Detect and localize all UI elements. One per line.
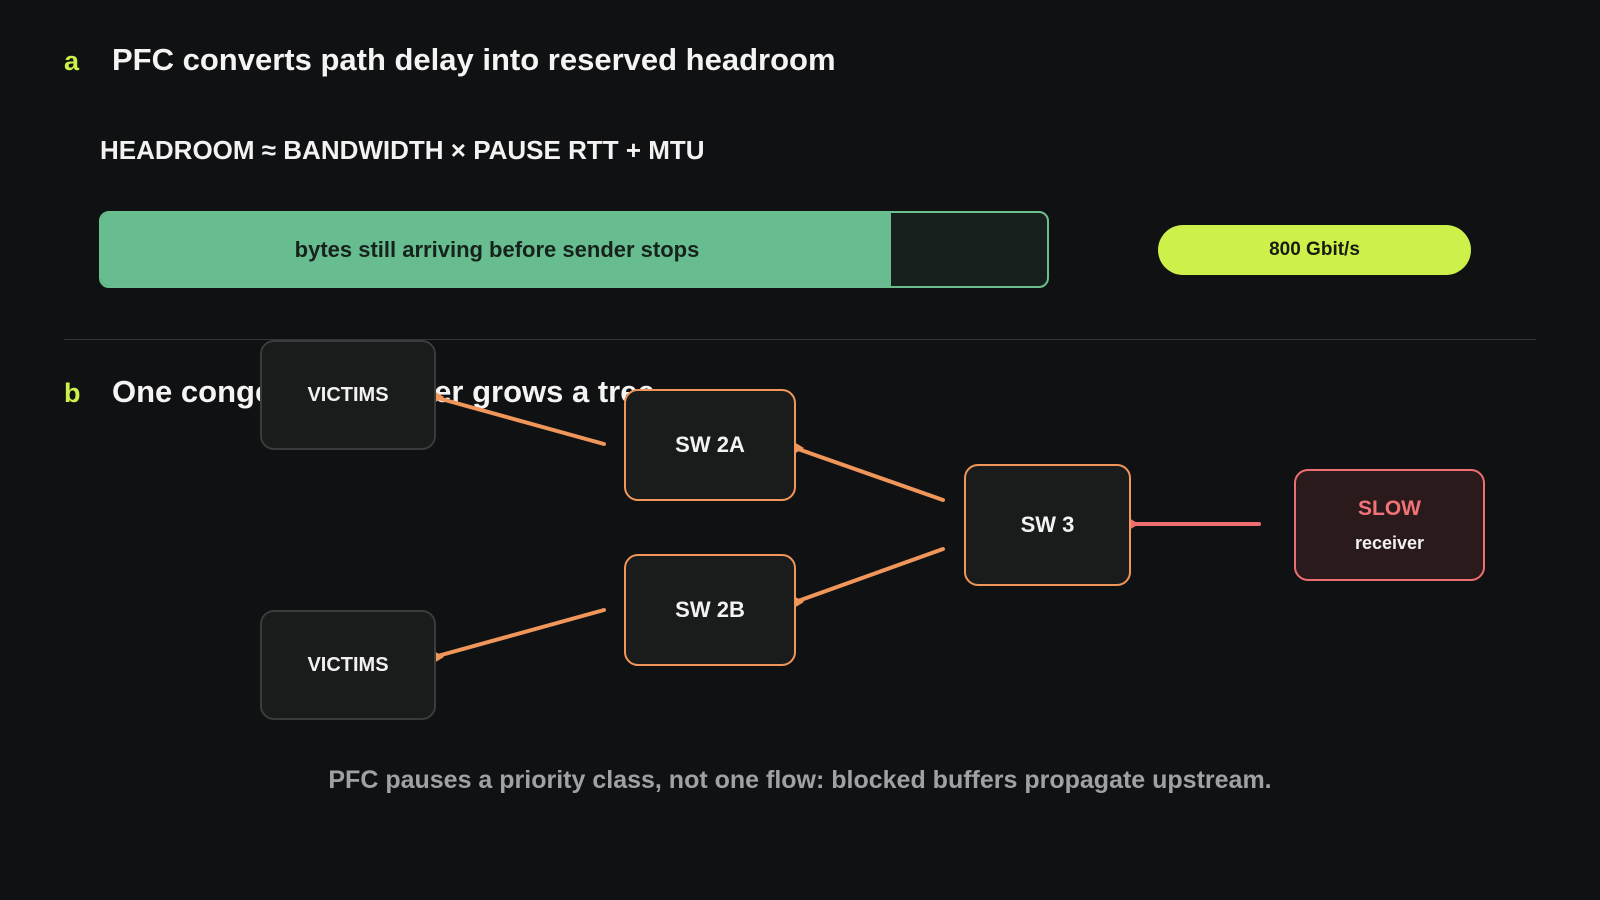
bandwidth-badge: 800 Gbit/s [1158,225,1471,275]
pause-arrow-sw2a [794,442,804,454]
victims-top-label: VICTIMS [307,383,389,406]
slow-receiver-subtitle: receiver [1354,532,1425,553]
edge-sw2b-to-sw3 [796,547,945,603]
pause-arrow-sw3 [1129,518,1139,530]
switch-3-label: SW 3 [1020,512,1075,537]
pause-arrow-victims-top [434,391,444,403]
victims-node-top: VICTIMS [260,340,436,450]
victims-node-bottom: VICTIMS [260,610,436,720]
switch-2a-label: SW 2A [675,432,745,457]
edge-sw2a-to-sw3 [796,447,945,502]
pause-arrow-victims-bottom [434,651,444,663]
switch-3-node: SW 3 [964,464,1131,586]
panel-a-title: PFC converts path delay into reserved he… [112,42,836,77]
switch-2b-label: SW 2B [675,597,745,622]
panel-a-letter: a [64,46,80,76]
switch-2b-node: SW 2B [624,554,796,666]
switch-2a-node: SW 2A [624,389,796,501]
panel-divider [64,339,1536,340]
headroom-bar-fill [101,213,891,286]
headroom-bar: bytes still arriving before sender stops [99,211,1049,288]
edge-victims-bottom-to-sw2b [432,608,606,659]
panel-b-letter: b [64,378,81,408]
victims-bottom-label: VICTIMS [307,653,389,676]
pause-arrow-sw2b [794,596,804,608]
figure-caption: PFC pauses a priority class, not one flo… [328,766,1272,794]
headroom-formula: HEADROOM ≈ BANDWIDTH × PAUSE RTT + MTU [100,135,705,165]
slow-receiver-node: SLOW receiver [1294,469,1485,581]
headroom-bar-label: bytes still arriving before sender stops [294,236,700,262]
slow-receiver-title: SLOW [1358,496,1421,520]
edge-victims-top-to-sw2a [432,395,606,446]
